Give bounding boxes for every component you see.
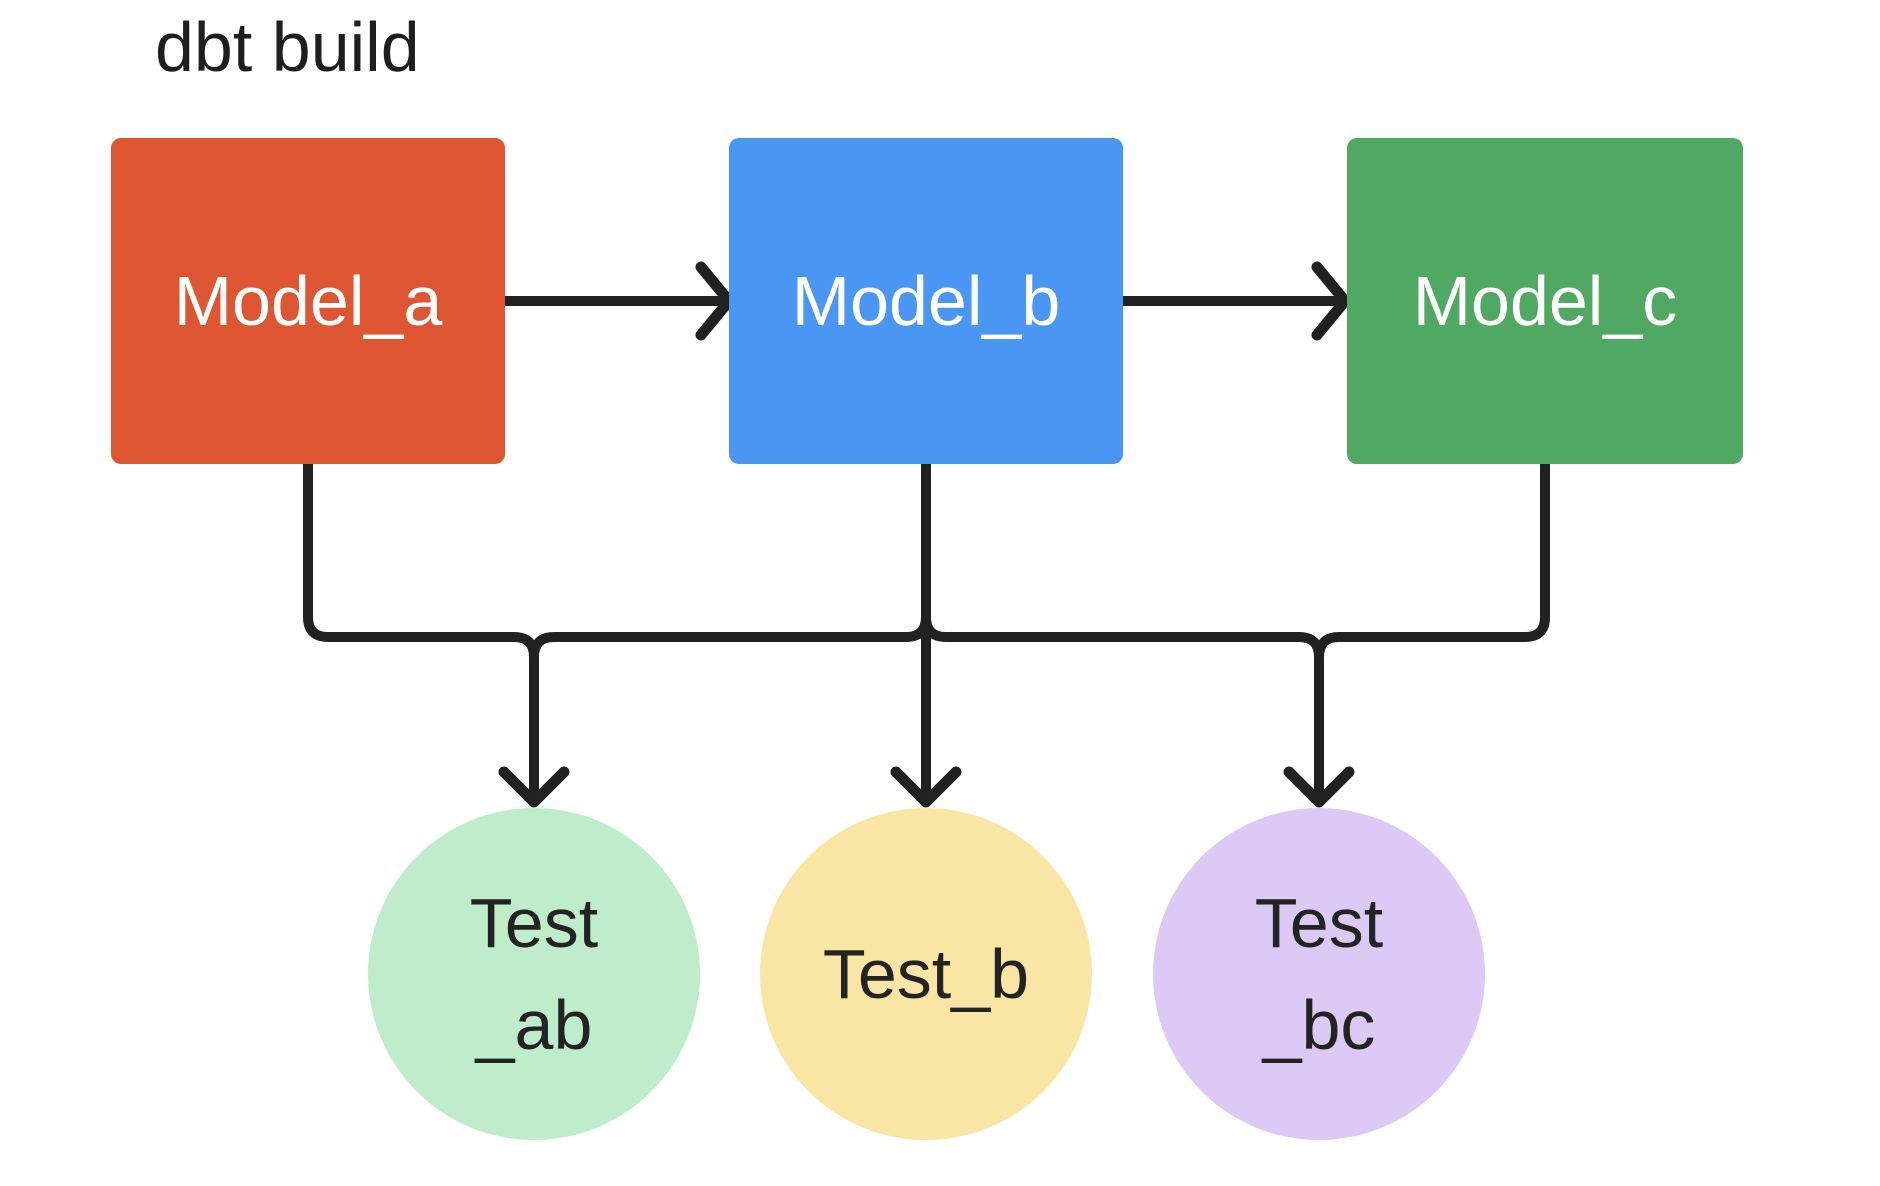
node-test-bc-label-line2: _bc [1262, 986, 1376, 1064]
node-test-bc[interactable]: Test _bc [1153, 808, 1485, 1140]
diagram-title: dbt build [155, 8, 420, 86]
arrowhead-down-icon [498, 766, 570, 808]
node-test-bc-label-line1: Test [1254, 883, 1384, 962]
edge-model-a-to-model-b [500, 261, 735, 341]
arrowhead-down-icon [890, 766, 962, 808]
edge-model-b-to-test-ab [529, 459, 931, 801]
edge-model-b-to-test-bc [921, 459, 1324, 801]
edge-model-c-to-test-bc [1314, 459, 1550, 801]
edge-model-b-to-model-c [1118, 261, 1351, 341]
node-model-b-label: Model_b [791, 262, 1061, 340]
node-test-ab-label-line2: _ab [475, 986, 593, 1064]
node-model-b[interactable]: Model_b [729, 138, 1123, 464]
node-model-a[interactable]: Model_a [111, 138, 505, 464]
node-test-ab-label-line1: Test [469, 883, 599, 962]
node-test-ab[interactable]: Test _ab [368, 808, 700, 1140]
node-model-c-label: Model_c [1412, 262, 1678, 340]
node-model-c[interactable]: Model_c [1347, 138, 1743, 464]
node-test-b[interactable]: Test_b [760, 808, 1092, 1140]
edge-model-a-to-test-ab [303, 459, 539, 801]
node-test-b-label-line1: Test_b [822, 934, 1030, 1013]
arrowhead-right-icon [1311, 261, 1351, 341]
arrowhead-down-icon [1283, 766, 1355, 808]
node-model-a-label: Model_a [173, 262, 443, 340]
